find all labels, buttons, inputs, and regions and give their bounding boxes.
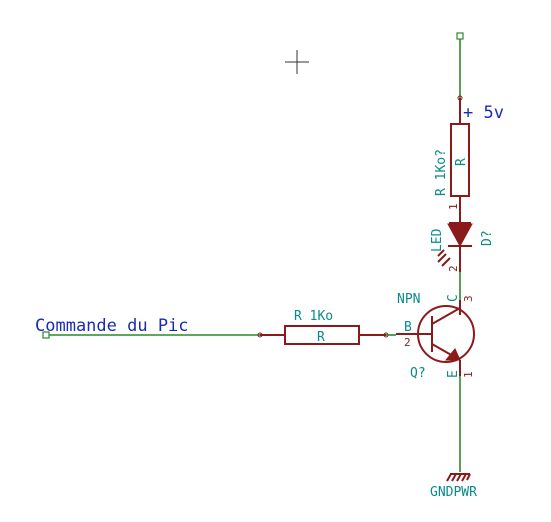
transistor-base-letter: B	[404, 320, 412, 335]
npn-transistor[interactable]: NPN Q? B 2 C 3 E 1	[396, 292, 475, 381]
led-component[interactable]: LED D? 2	[430, 212, 495, 272]
transistor-emitter-pin: 1	[462, 371, 475, 378]
transistor-collector-pin: 3	[462, 295, 475, 302]
emitter-arrow-icon	[444, 348, 461, 361]
wire-supply-top[interactable]	[456, 32, 464, 101]
resistor-top[interactable]: R 1Ko? R 1	[434, 98, 470, 212]
led-pin: 2	[447, 265, 460, 272]
transistor-reference: Q?	[410, 366, 426, 381]
led-diode-icon	[447, 223, 473, 248]
supply-net-label: + 5v	[463, 103, 504, 123]
resistor-left-reference: R 1Ko	[294, 309, 333, 324]
transistor-emitter-letter: E	[446, 370, 461, 378]
crosshair-cursor-icon	[285, 50, 309, 74]
input-net-label: Commande du Pic	[35, 316, 189, 336]
resistor-top-value: R	[454, 158, 469, 166]
transistor-collector-letter: C	[446, 294, 461, 302]
transistor-base-pin: 2	[404, 336, 411, 349]
resistor-top-reference: R 1Ko?	[434, 149, 449, 196]
resistor-left-value: R	[317, 330, 325, 345]
resistor-top-pin: 1	[447, 203, 460, 210]
led-value: LED	[430, 228, 445, 252]
led-reference: D?	[480, 230, 495, 246]
supply-terminal[interactable]	[456, 32, 464, 40]
ground-label: GNDPWR	[430, 485, 477, 500]
led-light-arrows-icon	[437, 249, 451, 267]
resistor-left[interactable]: R 1Ko R	[257, 309, 389, 345]
transistor-type: NPN	[397, 292, 420, 307]
input-terminal[interactable]	[42, 331, 50, 339]
wire-input[interactable]	[42, 331, 260, 339]
ground-power-icon[interactable]	[446, 473, 471, 482]
